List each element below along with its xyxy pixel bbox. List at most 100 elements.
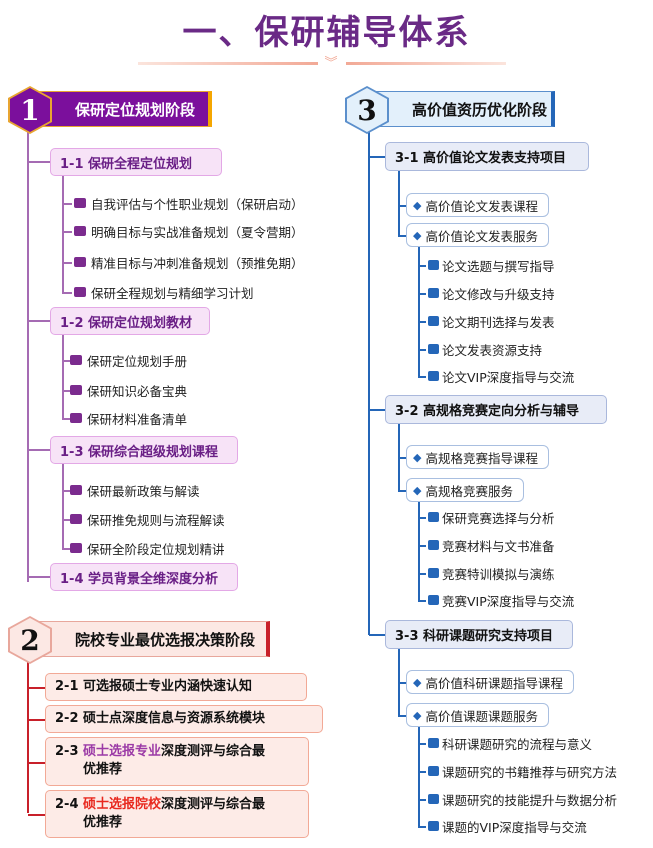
item-text-line2: 优推荐 — [83, 815, 123, 830]
user-card-icon — [74, 257, 86, 267]
list-item[interactable]: 论文选题与撰写指导 — [428, 256, 555, 274]
connector-line — [418, 321, 426, 323]
connector-line — [418, 293, 426, 295]
connector-line — [62, 418, 72, 420]
group-3-header[interactable]: 1-3 保研综合超级规划课程 — [50, 436, 238, 464]
list-item[interactable]: 竞赛特训模拟与演练 — [428, 564, 555, 582]
decision-item-1[interactable]: 2-1 可选报硕士专业内涵快速认知 — [45, 673, 307, 701]
paper-icon — [428, 344, 439, 354]
list-item[interactable]: 竞赛材料与文书准备 — [428, 536, 555, 554]
book-icon — [70, 413, 82, 423]
title-underline-left — [138, 62, 318, 65]
list-item-label: 保研定位规划手册 — [87, 353, 188, 369]
list-item[interactable]: 课题的VIP深度指导与交流 — [428, 817, 587, 835]
list-item[interactable]: 保研材料准备清单 — [70, 409, 187, 427]
user-card-icon — [74, 287, 86, 297]
list-item[interactable]: 科研课题研究的流程与意义 — [428, 734, 592, 752]
connector-line — [28, 719, 46, 721]
list-item-label: 保研推免规则与流程解读 — [87, 512, 225, 528]
connector-line — [28, 814, 46, 816]
list-item[interactable]: 保研全阶段定位规划精讲 — [70, 539, 225, 557]
list-item-label: 课题研究的技能提升与数据分析 — [442, 792, 618, 808]
list-item[interactable]: 保研定位规划手册 — [70, 351, 187, 369]
connector-line — [28, 320, 50, 322]
connector-line — [62, 335, 64, 418]
connector-line — [62, 176, 64, 292]
course-icon — [70, 485, 82, 495]
list-item[interactable]: 保研推免规则与流程解读 — [70, 510, 225, 528]
paper-icon — [428, 371, 439, 381]
connector-line — [418, 247, 420, 376]
connector-line — [369, 409, 385, 411]
stage-1-header[interactable]: 保研定位规划阶段 — [22, 91, 212, 127]
connector-line — [418, 545, 426, 547]
list-item[interactable]: 论文发表资源支持 — [428, 340, 542, 358]
chevron-down-icon: ︾ — [324, 56, 338, 71]
list-item[interactable]: 论文VIP深度指导与交流 — [428, 367, 574, 385]
diamond-icon: ◆ — [413, 675, 422, 689]
course-icon — [70, 514, 82, 524]
books-icon — [428, 821, 439, 831]
service-box[interactable]: ◆高规格竞赛服务 — [406, 478, 524, 502]
group-4-header[interactable]: 1-4 学员背景全维深度分析 — [50, 563, 238, 591]
box-label: 高价值科研课题指导课程 — [425, 675, 563, 691]
list-item-label: 保研知识必备宝典 — [87, 383, 188, 399]
decision-item-4[interactable]: 2-4 硕士选报院校深度测评与综合最优推荐 — [45, 790, 309, 838]
list-item[interactable]: 保研最新政策与解读 — [70, 481, 200, 499]
stage-3-header[interactable]: 高价值资历优化阶段 — [359, 91, 555, 127]
group-3-1-header[interactable]: 3-1 高价值论文发表支持项目 — [385, 142, 589, 171]
list-item-label: 课题研究的书籍推荐与研究方法 — [442, 764, 618, 780]
list-item[interactable]: 保研知识必备宝典 — [70, 381, 187, 399]
stage-number: 2 — [10, 618, 50, 662]
group-3-3-header[interactable]: 3-3 科研课题研究支持项目 — [385, 620, 573, 649]
item-text: 2-4 — [55, 797, 84, 812]
group-3-2-header[interactable]: 3-2 高规格竞赛定向分析与辅导 — [385, 395, 607, 424]
service-box[interactable]: ◆高价值课题课题服务 — [406, 703, 549, 727]
diamond-icon: ◆ — [413, 228, 422, 242]
connector-line — [28, 761, 46, 764]
list-item[interactable]: 精准目标与冲刺准备规划（预推免期） — [74, 253, 304, 271]
list-item[interactable]: 自我评估与个性职业规划（保研启动） — [74, 194, 304, 212]
list-item[interactable]: 保研全程规划与精细学习计划 — [74, 283, 254, 301]
box-label: 高规格竞赛指导课程 — [425, 450, 538, 466]
user-card-icon — [74, 198, 86, 208]
connector-line — [62, 292, 72, 294]
list-item[interactable]: 竞赛VIP深度指导与交流 — [428, 591, 574, 609]
course-box[interactable]: ◆高价值论文发表课程 — [406, 193, 549, 217]
decision-item-2[interactable]: 2-2 硕士点深度信息与资源系统模块 — [45, 705, 323, 733]
list-item[interactable]: 课题研究的技能提升与数据分析 — [428, 790, 617, 808]
list-item[interactable]: 论文期刊选择与发表 — [428, 312, 555, 330]
list-item[interactable]: 论文修改与升级支持 — [428, 284, 555, 302]
course-box[interactable]: ◆高规格竞赛指导课程 — [406, 445, 549, 469]
group-2-header[interactable]: 1-2 保研定位规划教材 — [50, 307, 210, 335]
decision-item-3[interactable]: 2-3 硕士选报专业深度测评与综合最优推荐 — [45, 737, 309, 786]
diamond-icon: ◆ — [413, 708, 422, 722]
stage-title: 院校专业最优选报决策阶段 — [75, 630, 256, 649]
list-item[interactable]: 课题研究的书籍推荐与研究方法 — [428, 762, 617, 780]
list-item-label: 论文期刊选择与发表 — [442, 314, 555, 330]
service-box[interactable]: ◆高价值论文发表服务 — [406, 223, 549, 247]
group-1-header[interactable]: 1-1 保研全程定位规划 — [50, 148, 222, 176]
list-item-label: 论文VIP深度指导与交流 — [442, 369, 575, 385]
connector-line — [418, 573, 426, 575]
connector-line — [62, 360, 72, 362]
stage-number: 1 — [10, 88, 50, 132]
list-item[interactable]: 明确目标与实战准备规划（夏令营期） — [74, 222, 304, 240]
list-item[interactable]: 保研竞赛选择与分析 — [428, 508, 555, 526]
connector-line — [398, 682, 406, 684]
book-icon — [70, 385, 82, 395]
connector-line — [62, 490, 72, 492]
paper-icon — [428, 260, 439, 270]
connector-line — [62, 390, 72, 392]
item-text-line1: 2-3 硕士选报专业深度测评与综合最 — [55, 743, 308, 761]
box-label: 高规格竞赛服务 — [425, 483, 513, 499]
connector-line — [62, 519, 72, 521]
stage-2-header[interactable]: 院校专业最优选报决策阶段 — [22, 621, 270, 657]
books-icon — [428, 738, 439, 748]
connector-line — [62, 548, 72, 550]
list-item-label: 保研全阶段定位规划精讲 — [87, 541, 225, 557]
connector-line — [28, 687, 46, 689]
connector-line — [27, 130, 29, 582]
list-item-label: 论文修改与升级支持 — [442, 286, 555, 302]
course-box[interactable]: ◆高价值科研课题指导课程 — [406, 670, 574, 694]
